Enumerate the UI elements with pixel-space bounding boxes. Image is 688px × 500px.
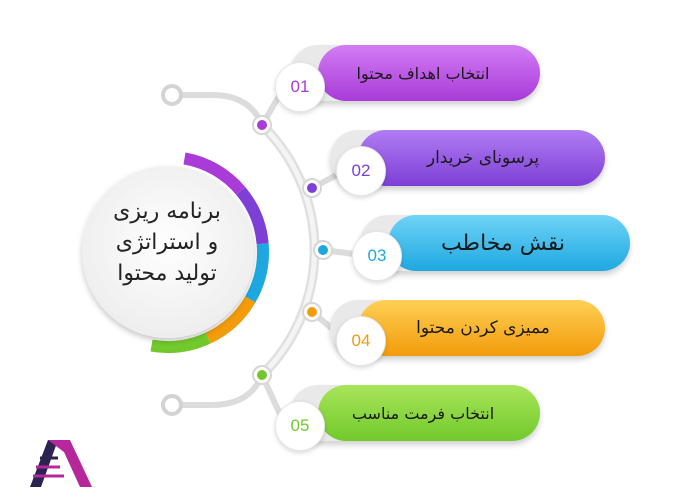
step-pill [358,300,605,356]
arc-node-dot [257,120,267,130]
ring-segment [150,332,211,353]
arc-nodes [252,115,333,385]
arc-node-dot [318,245,328,255]
bottom-hook-end [161,394,183,416]
step-number-badge: 04 [336,316,386,366]
arc-node-dot [257,370,267,380]
top-hook [173,92,265,128]
center-title-line-2: و استراتژی [115,230,219,255]
top-hook-end [161,84,183,106]
step-number-badge: 03 [352,231,402,281]
center-title-line-1: برنامه ریزی [113,199,221,224]
step-number-badge: 05 [275,401,325,451]
center-title-line-3: تولید محتوا [117,261,217,286]
step-pill [358,130,605,186]
step-item-01: انتخاب اهداف محتوا [290,45,540,101]
step-number-badge: 02 [336,146,386,196]
center-ring [150,152,269,353]
arc-node-dot [307,183,317,193]
step-label: پرسونای خریدار [426,148,540,168]
center-circle [82,166,254,338]
step-pill [318,385,540,441]
step-item-03: نقش مخاطب [360,215,630,271]
step-label: نقش مخاطب [440,230,566,256]
step-pill [318,45,540,101]
ring-segment [236,187,269,245]
ring-segment [183,152,246,195]
step-pill [388,215,630,271]
arc-node-dot [307,307,317,317]
step-item-05: انتخاب فرمت مناسب [290,385,540,441]
step-label: ممیزی کردن محتوا [416,318,550,338]
step-label: انتخاب اهداف محتوا [356,63,490,83]
center-title: برنامه ریزی و استراتژی تولید محتوا [92,196,242,289]
bottom-hook [173,372,265,408]
step-label: انتخاب فرمت مناسب [351,403,495,423]
step-number-badge: 01 [275,62,325,112]
ring-segment [244,243,269,303]
ring-segment [205,296,256,344]
brand-logo [30,440,92,487]
